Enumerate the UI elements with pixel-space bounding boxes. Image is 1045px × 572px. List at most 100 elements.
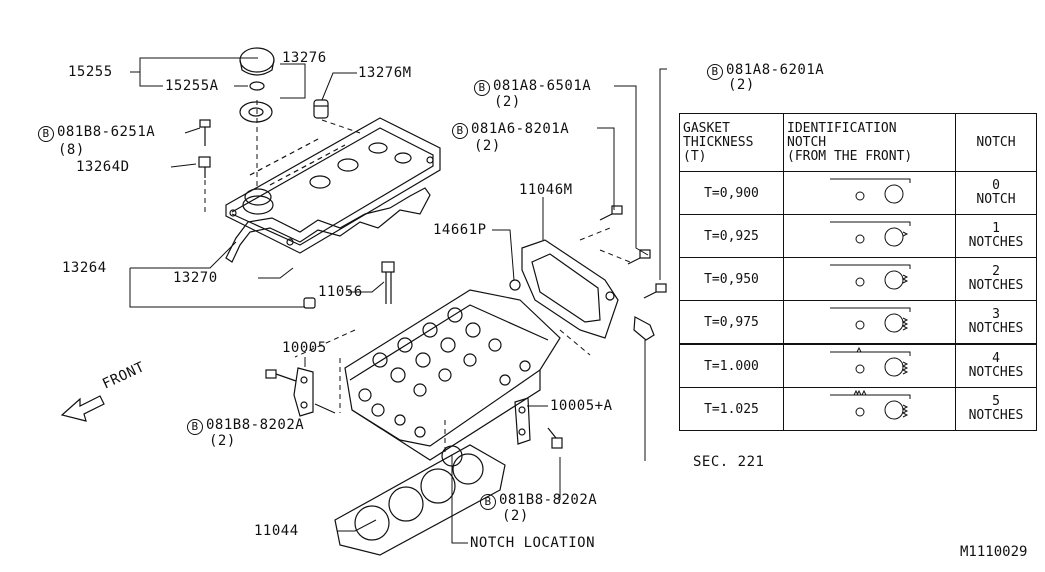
label-11056: 11056	[318, 284, 363, 300]
notch-illustration-cell	[783, 214, 956, 258]
thickness-cell: T=1.000	[679, 343, 784, 388]
gasket-notch-icon	[830, 178, 911, 204]
notch-illustration-cell	[783, 300, 956, 345]
thickness-cell: T=0,950	[679, 257, 784, 301]
notch-word: NOTCHES	[968, 235, 1024, 250]
quantity-label: (8)	[58, 142, 85, 158]
header-text: (FROM THE FRONT)	[787, 148, 913, 164]
header-identification-notch: IDENTIFICATION NOTCH (FROM THE FRONT)	[783, 113, 956, 172]
cover-bolt-drawing	[198, 119, 211, 178]
notch-illustration-cell	[783, 171, 956, 215]
rear-cover-drawing	[509, 239, 619, 339]
quantity-label: (2)	[502, 508, 529, 524]
gasket-notch-icon	[830, 389, 911, 420]
notch-number: 1	[992, 221, 1000, 236]
pcv-valve-drawing	[313, 99, 329, 119]
label-10005: 10005	[282, 340, 327, 356]
leader-lines	[129, 57, 667, 544]
notch-word: NOTCHES	[968, 408, 1024, 423]
label-13270: 13270	[173, 270, 218, 286]
header-text: (T)	[683, 148, 707, 164]
notch-illustration-cell	[783, 343, 956, 388]
oil-filler-cap-drawing	[239, 47, 275, 123]
notch-number: 2	[992, 264, 1000, 279]
thickness-cell: T=0,975	[679, 300, 784, 345]
gasket-notch-icon	[830, 307, 911, 333]
label-sec-221: SEC. 221	[693, 454, 765, 470]
head-gasket-drawing	[334, 444, 506, 556]
label-11046m: 11046M	[519, 182, 573, 198]
part-number: 081B8-8202A	[499, 492, 598, 508]
side-bolts-drawing	[599, 205, 667, 341]
table-header-row: GASKET THICKNESS (T) IDENTIFICATION NOTC…	[679, 113, 1037, 172]
notch-number: 3	[992, 307, 1000, 322]
notch-word: NOTCHES	[968, 278, 1024, 293]
bolt-marker-icon: B	[38, 126, 54, 142]
head-bolt-drawing	[381, 261, 395, 304]
label-14661p: 14661P	[433, 222, 487, 238]
notch-location-label: NOTCH LOCATION	[470, 535, 596, 551]
label-10005-a: 10005+A	[550, 398, 613, 414]
notch-number: 4	[992, 351, 1000, 366]
bracket-bolts-drawing	[265, 369, 563, 449]
gasket-thickness-table: GASKET THICKNESS (T) IDENTIFICATION NOTC…	[679, 113, 1037, 431]
label-13276: 13276	[282, 50, 327, 66]
gasket-notch-icon	[830, 221, 911, 247]
notch-illustration-cell	[783, 387, 956, 431]
header-text: IDENTIFICATION	[787, 120, 897, 136]
thickness-cell: T=0,900	[679, 171, 784, 215]
front-arrow-icon	[60, 395, 105, 422]
grommet-drawing	[303, 297, 316, 309]
cover-gasket-drawing	[225, 187, 431, 263]
diagram-code: M1110029	[960, 544, 1028, 560]
quantity-label: (2)	[209, 433, 236, 449]
label-13264: 13264	[62, 260, 107, 276]
part-number: 081A6-8201A	[471, 121, 570, 137]
notch-number: 0	[992, 178, 1000, 193]
lifting-bracket-drawing	[293, 367, 531, 445]
label-11044: 11044	[254, 523, 299, 539]
part-number: 081B8-8202A	[206, 417, 305, 433]
notch-word: NOTCHES	[968, 365, 1024, 380]
label-15255a: 15255A	[165, 78, 219, 94]
cylinder-head-drawing	[344, 289, 561, 461]
thickness-cell: T=1.025	[679, 387, 784, 431]
quantity-label: (2)	[728, 77, 755, 93]
bolt-marker-icon: B	[452, 123, 468, 139]
part-number: 081A8-6201A	[726, 62, 825, 78]
gasket-notch-icon	[830, 346, 911, 377]
notch-word: NOTCHES	[968, 321, 1024, 336]
quantity-label: (2)	[494, 94, 521, 110]
label-15255: 15255	[68, 64, 113, 80]
header-text: GASKET	[683, 120, 730, 136]
header-text: NOTCH	[787, 134, 827, 150]
label-13264d: 13264D	[76, 159, 130, 175]
bolt-marker-icon: B	[480, 494, 496, 510]
quantity-label: (2)	[474, 138, 501, 154]
gasket-notch-icon	[830, 264, 911, 290]
thickness-cell: T=0,925	[679, 214, 784, 258]
header-notch: NOTCH	[955, 113, 1037, 172]
notch-number: 5	[992, 394, 1000, 409]
part-number: 081A8-6501A	[493, 78, 592, 94]
header-text: THICKNESS	[683, 134, 754, 150]
